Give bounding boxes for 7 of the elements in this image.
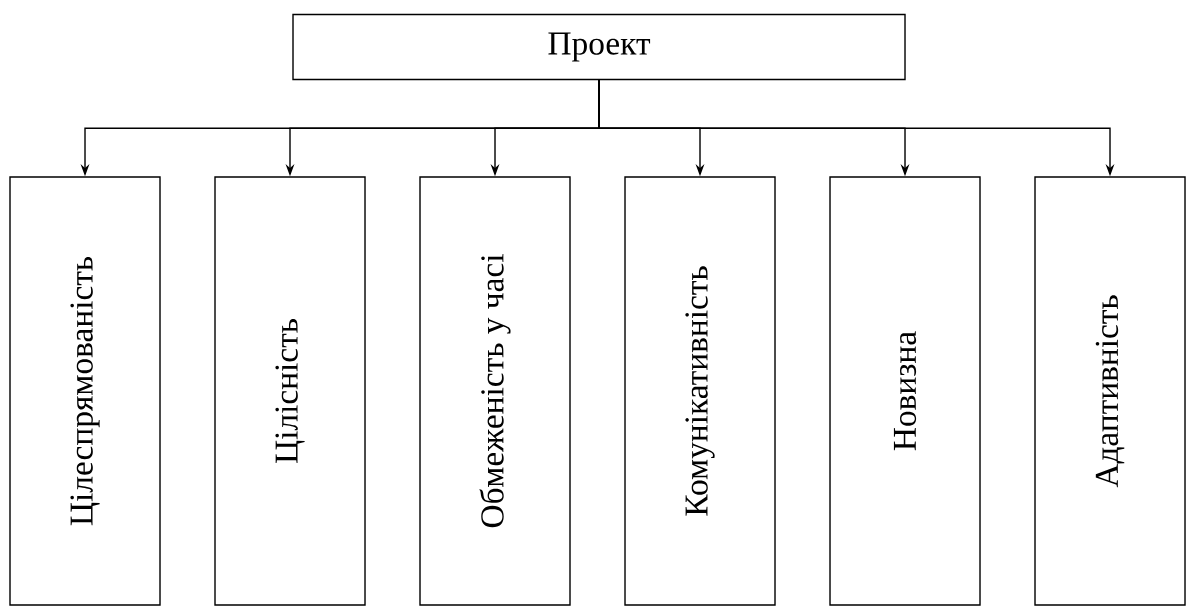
process-box: Адаптивність — [1034, 176, 1186, 606]
process-box: Новизна — [829, 176, 981, 606]
title-box: Проект — [292, 13, 906, 81]
process-box: Цілеспрямованість — [9, 176, 161, 606]
process-box: Комунікативність — [624, 176, 776, 606]
process-box: Цілісність — [214, 176, 366, 606]
process-box: Обмеженість у часі — [419, 176, 571, 606]
